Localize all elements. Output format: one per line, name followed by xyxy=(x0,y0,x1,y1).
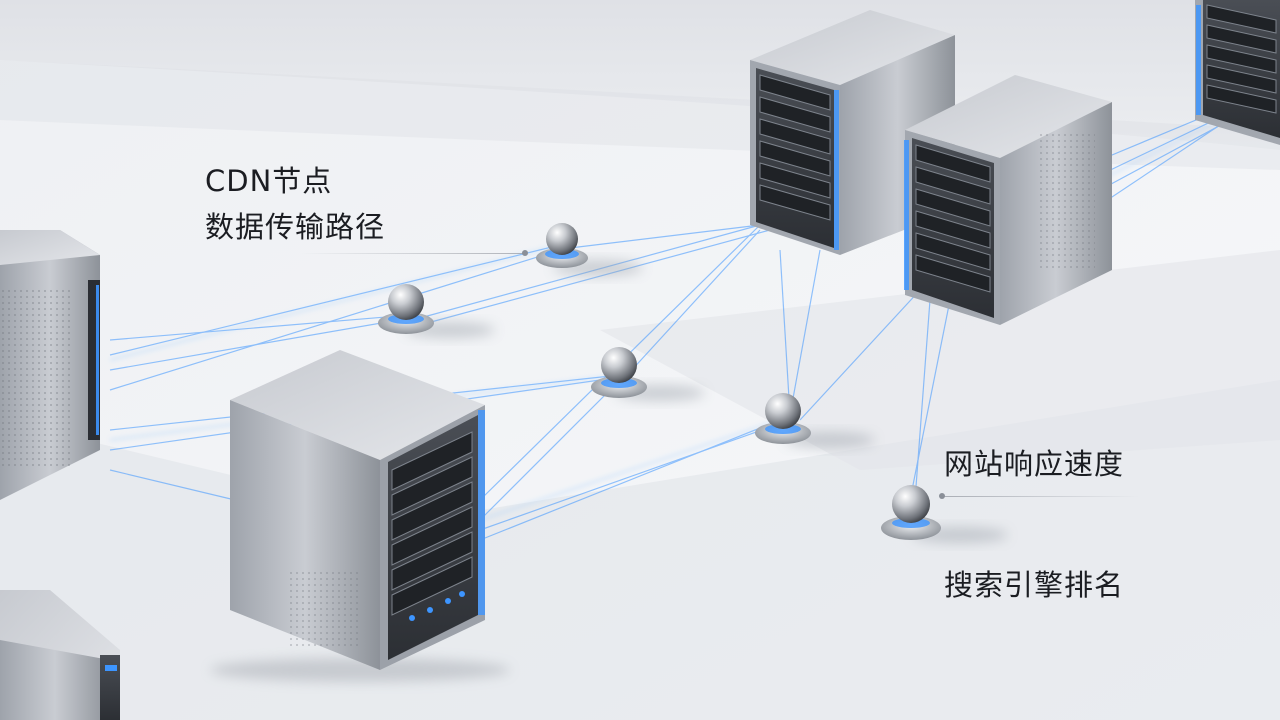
server-left-bottom xyxy=(0,590,120,720)
label-site-speed: 网站响应速度 xyxy=(944,447,1125,481)
node-sphere-icon xyxy=(591,347,705,401)
node-sphere-icon xyxy=(755,393,875,448)
node-sphere-icon xyxy=(536,223,643,276)
server-back-2 xyxy=(904,75,1112,325)
leader-dot-left xyxy=(522,250,528,256)
server-top-right xyxy=(1195,0,1280,145)
node-sphere-icon xyxy=(881,485,1008,543)
label-seo-rank: 搜索引擎排名 xyxy=(944,568,1125,602)
leader-dot-right xyxy=(939,493,945,499)
label-cdn-node: CDN节点 xyxy=(205,164,333,198)
server-front xyxy=(210,350,510,682)
label-data-path: 数据传输路径 xyxy=(205,210,386,244)
node-sphere-icon xyxy=(378,284,495,338)
server-left-mid xyxy=(0,230,100,500)
leader-line-right xyxy=(944,496,1139,497)
leader-line-left xyxy=(300,253,524,254)
